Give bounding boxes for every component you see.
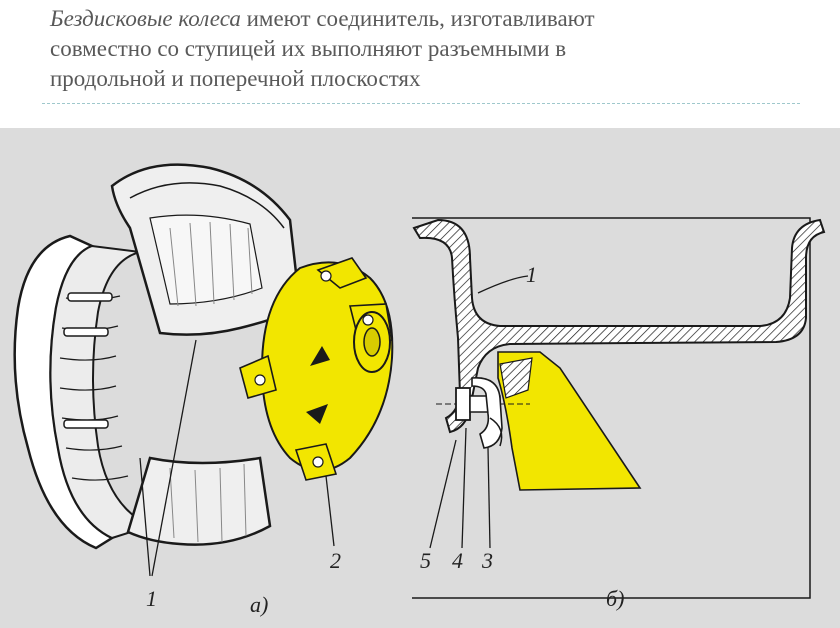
slide-title-italic: Бездисковые колеса [50, 6, 241, 31]
slide-title-line-2: совместно со ступицей их выполняют разъе… [50, 36, 567, 61]
figure-panel: 1 2 а) 1 5 4 3 б) [0, 128, 840, 628]
figure-drawing: 1 2 а) 1 5 4 3 б) [13, 163, 826, 617]
bolt-assembly [436, 377, 530, 449]
drawing-a [13, 163, 394, 577]
label-part-4: 4 [452, 548, 463, 573]
slide-title-line-1-rest: имеют соединитель, изготавливают [240, 6, 595, 31]
caption-a: а) [250, 592, 268, 617]
rim-left-half [13, 234, 153, 550]
slide-header: Бездисковые колеса имеют соединитель, из… [0, 0, 840, 128]
label-part-2: 2 [330, 548, 341, 573]
rim-upper-segment [110, 163, 302, 336]
slide-title-line-1: Бездисковые колеса имеют соединитель, из… [50, 4, 810, 34]
label-part-5: 5 [420, 548, 431, 573]
rim-lower-segment [126, 456, 272, 546]
title-divider [42, 103, 800, 104]
slide-title-line-3: продольной и поперечной плоскостях [50, 66, 421, 91]
leaders-a [139, 339, 335, 577]
label-part-1-right: 1 [526, 262, 537, 287]
leaders-b [429, 275, 529, 549]
caption-b: б) [606, 586, 624, 611]
hub-yellow [239, 257, 394, 481]
drawing-b [412, 217, 826, 599]
label-part-1-left: 1 [146, 586, 157, 611]
label-part-3: 3 [481, 548, 493, 573]
